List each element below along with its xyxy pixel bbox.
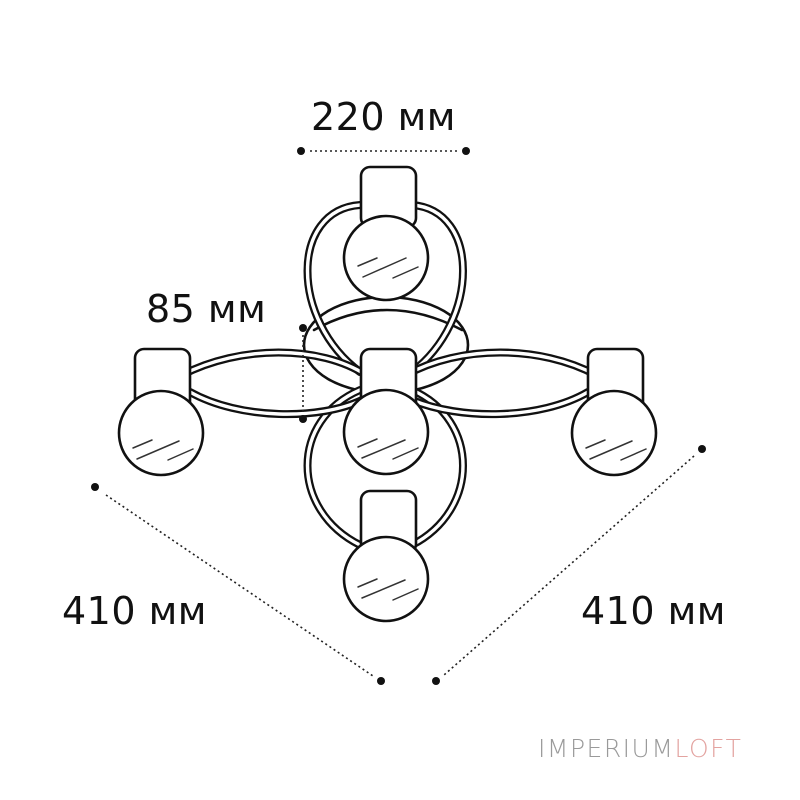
brand-logo: IMPERIUMLOFT bbox=[538, 736, 742, 761]
brand-logo-part1: IMPERIUM bbox=[538, 734, 675, 763]
bulb-right bbox=[570, 347, 658, 477]
brand-logo-part2: LOFT bbox=[674, 734, 743, 763]
arms bbox=[178, 201, 600, 549]
dimension-label-right-depth: 410 мм bbox=[581, 589, 726, 633]
dimension-line-left-depth bbox=[91, 483, 385, 685]
dimension-label-left-depth: 410 мм bbox=[62, 589, 207, 633]
bulb-left bbox=[117, 347, 205, 477]
dimension-line-right-depth bbox=[432, 445, 706, 685]
bulb-bottom bbox=[342, 489, 430, 623]
dimension-line-top-width bbox=[297, 147, 470, 155]
bulb-top bbox=[342, 165, 430, 302]
dimension-label-height: 85 мм bbox=[146, 287, 267, 331]
dimension-line-height bbox=[299, 324, 307, 423]
dimension-label-top-width: 220 мм bbox=[311, 95, 456, 139]
bulb-center bbox=[342, 347, 430, 476]
